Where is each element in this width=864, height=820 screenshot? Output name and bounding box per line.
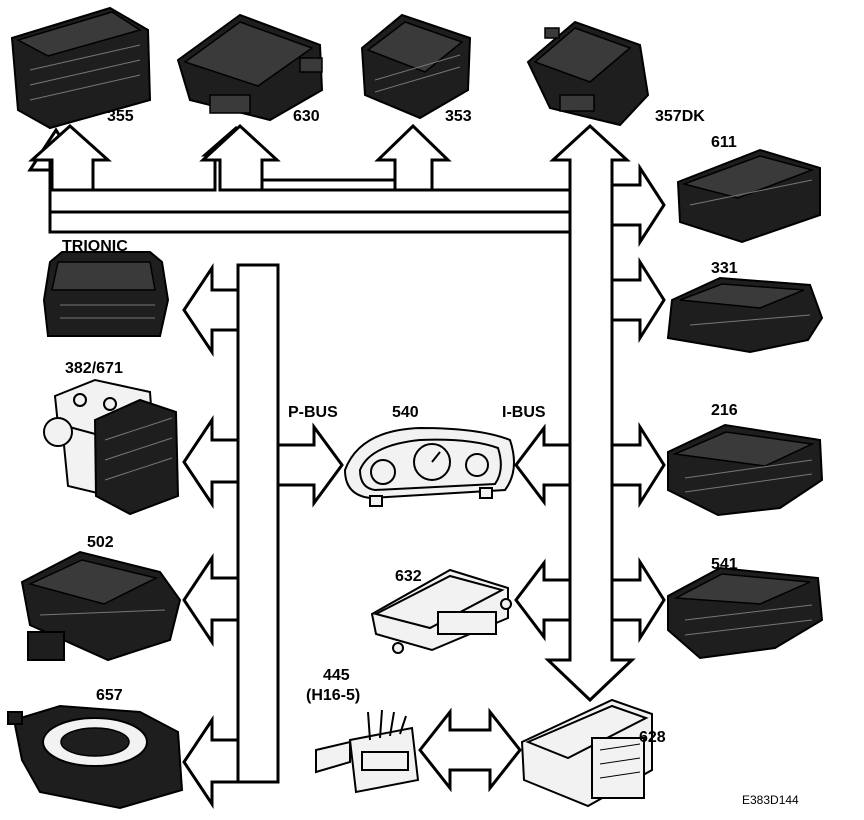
label-540: 540 bbox=[392, 404, 419, 421]
label-541: 541 bbox=[711, 556, 738, 573]
label-611: 611 bbox=[711, 134, 737, 151]
arrow-to-355 bbox=[28, 123, 112, 192]
steering-sensor-657-icon bbox=[7, 704, 184, 810]
module-trionic-icon bbox=[42, 251, 170, 337]
module-355-icon bbox=[10, 6, 152, 130]
module-331-icon bbox=[666, 276, 824, 354]
label-355: 355 bbox=[107, 108, 134, 125]
arrow-to-353 bbox=[374, 123, 452, 192]
module-216-icon bbox=[667, 423, 824, 517]
arrow-pbus-to-502 bbox=[182, 553, 240, 647]
module-502-icon bbox=[20, 550, 182, 662]
arrow-pbus-trunk bbox=[236, 263, 280, 784]
arrow-445-628 bbox=[418, 707, 522, 793]
arrow-to-630 bbox=[199, 123, 281, 192]
arrow-to-541 bbox=[610, 556, 666, 644]
arrow-ibus-to-540 bbox=[514, 423, 572, 507]
module-628-icon bbox=[520, 698, 653, 808]
module-357dk-icon bbox=[526, 20, 650, 127]
label-628: 628 bbox=[639, 729, 666, 746]
label-445: 445 bbox=[323, 667, 350, 684]
instrument-cluster-540-icon bbox=[343, 426, 515, 507]
arrow-ibus-to-632 bbox=[514, 558, 572, 642]
arrow-pbus-to-382 bbox=[182, 415, 240, 509]
module-630-icon bbox=[176, 13, 324, 122]
label-657: 657 bbox=[96, 687, 123, 704]
label-357dk: 357DK bbox=[655, 108, 705, 125]
module-611-icon bbox=[676, 148, 821, 244]
module-632-icon bbox=[370, 568, 512, 654]
module-382-671-icon bbox=[43, 378, 180, 516]
label-p-bus: P-BUS bbox=[288, 404, 338, 421]
arrow-shapes bbox=[28, 123, 666, 809]
label-630: 630 bbox=[293, 108, 320, 125]
arrow-ibus-trunk bbox=[544, 123, 636, 703]
label-382-671: 382/671 bbox=[65, 360, 123, 377]
module-541-icon bbox=[667, 566, 824, 660]
arrow-to-611 bbox=[610, 162, 666, 248]
arrow-to-216 bbox=[610, 421, 666, 509]
label-353: 353 bbox=[445, 108, 472, 125]
label-216: 216 bbox=[711, 402, 738, 419]
diagnostic-connector-445-icon bbox=[315, 709, 420, 794]
figure-code: E383D144 bbox=[742, 793, 799, 807]
label-331: 331 bbox=[711, 260, 738, 277]
arrow-pbus-to-trionic bbox=[182, 263, 240, 357]
label-502: 502 bbox=[87, 534, 114, 551]
label-trionic: TRIONIC bbox=[62, 238, 128, 255]
arrow-to-331 bbox=[610, 256, 666, 344]
label-i-bus: I-BUS bbox=[502, 404, 546, 421]
module-353-icon bbox=[360, 13, 472, 120]
arrow-pbus-to-540 bbox=[276, 422, 344, 508]
i-bus-arrow-network bbox=[27, 125, 582, 234]
label-445-connector: (H16-5) bbox=[306, 687, 360, 704]
arrow-pbus-to-657 bbox=[182, 715, 240, 809]
label-632: 632 bbox=[395, 568, 422, 585]
